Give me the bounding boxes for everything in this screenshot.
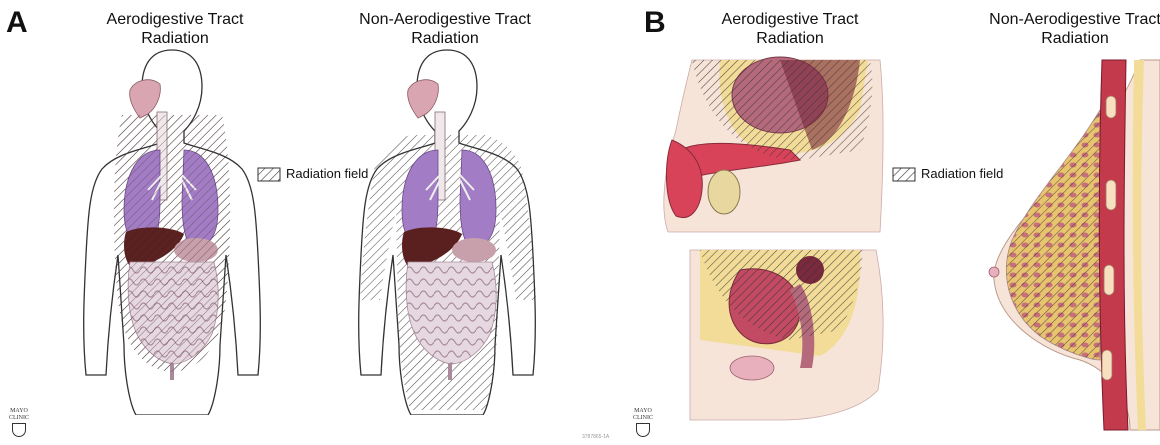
panel-b-left-title-line1: Aerodigestive Tract <box>690 10 890 29</box>
shield-icon <box>12 423 26 437</box>
logo-b-line2: CLINIC <box>630 415 656 422</box>
panel-b-male-pelvis-figure <box>664 57 883 232</box>
panel-b-letter: B <box>644 6 666 40</box>
panel-a-right-title-line1: Non-Aerodigestive Tract <box>345 10 545 29</box>
panel-a-aerodigestive-figure <box>84 50 261 415</box>
panel-b-female-pelvis-figure <box>690 250 883 420</box>
panel-a-legend-label: Radiation field <box>286 166 368 181</box>
logo-a-line2: CLINIC <box>6 415 32 422</box>
panel-a-letter: A <box>6 6 28 40</box>
mayo-clinic-logo-a: MAYO CLINIC <box>6 408 32 437</box>
panel-a-left-title: Aerodigestive Tract Radiation <box>75 10 275 48</box>
panel-b-legend: Radiation field <box>921 166 1003 181</box>
figure-id: 3787865-1A <box>582 434 609 440</box>
panel-b-right-title-line2: Radiation <box>975 29 1160 48</box>
panel-b-legend-label: Radiation field <box>921 166 1003 181</box>
panel-b-left-title-line2: Radiation <box>690 29 890 48</box>
panel-a-non-aerodigestive-figure <box>359 50 536 415</box>
panel-a-left-title-line1: Aerodigestive Tract <box>75 10 275 29</box>
panel-a-legend: Radiation field <box>286 166 368 181</box>
panel-b-breast-figure <box>989 60 1160 430</box>
mayo-clinic-logo-b: MAYO CLINIC <box>630 408 656 437</box>
panel-a-legend-swatch <box>258 168 280 181</box>
shield-icon <box>636 423 650 437</box>
logo-b-line1: MAYO <box>630 408 656 415</box>
panel-b-right-title-line1: Non-Aerodigestive Tract <box>975 10 1160 29</box>
panel-b-left-title: Aerodigestive Tract Radiation <box>690 10 890 48</box>
panel-b-legend-swatch <box>893 168 915 181</box>
panel-a-right-title: Non-Aerodigestive Tract Radiation <box>345 10 545 48</box>
panel-a-right-title-line2: Radiation <box>345 29 545 48</box>
panel-a-left-title-line2: Radiation <box>75 29 275 48</box>
logo-a-line1: MAYO <box>6 408 32 415</box>
panel-b-right-title: Non-Aerodigestive Tract Radiation <box>975 10 1160 48</box>
